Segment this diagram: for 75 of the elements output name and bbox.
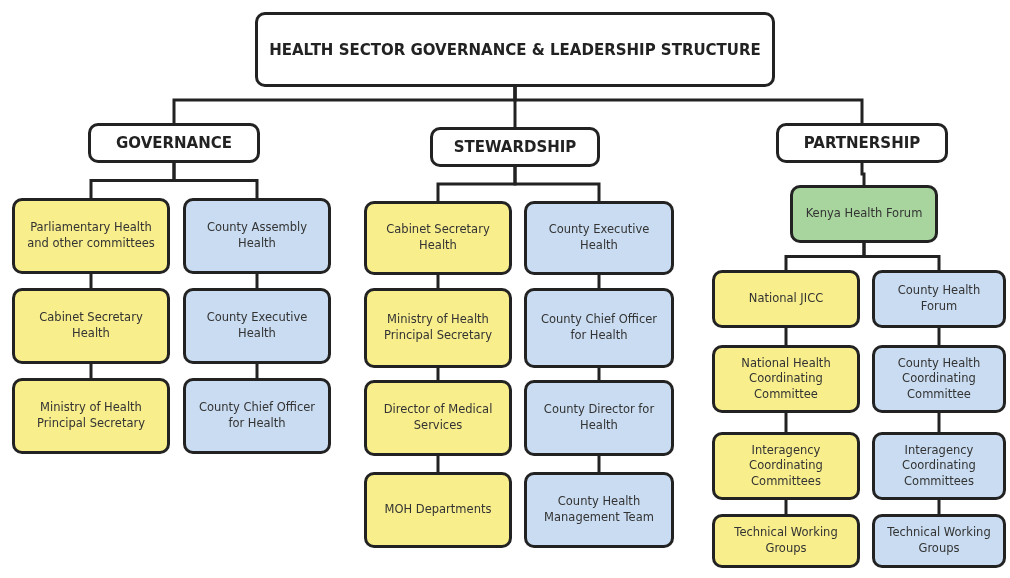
box-label: County Health Coordinating Committee (896, 355, 982, 403)
box-label: HEALTH SECTOR GOVERNANCE & LEADERSHIP STRUCTURE (269, 39, 761, 61)
box-label: Ministry of Health Principal Secretary (383, 312, 493, 344)
org-box (872, 514, 1006, 568)
box-label: PARTNERSHIP (803, 132, 921, 154)
connector-line (597, 275, 601, 288)
org-box (524, 201, 674, 275)
box-label: Technical Working Groups (733, 525, 839, 557)
connector-line (597, 456, 601, 472)
org-box (183, 288, 331, 364)
box-label: Cabinet Secretary Health (38, 310, 144, 342)
connector-line (937, 328, 941, 345)
category-box (430, 127, 600, 167)
box-label: Interagency Coordinating Committees (748, 442, 824, 490)
box-label: GOVERNANCE (115, 132, 232, 154)
box-label: County Executive Health (205, 310, 309, 342)
box-label: Director of Medical Services (382, 402, 494, 434)
category-box (776, 123, 948, 163)
org-box (712, 270, 860, 328)
org-box (183, 198, 331, 274)
box-label: MOH Departments (384, 502, 492, 518)
org-box (712, 432, 860, 500)
category-box (88, 123, 260, 163)
org-box (12, 378, 170, 454)
box-label: National JICC (748, 291, 824, 307)
title-box (255, 12, 775, 87)
box-label: Parliamentary Health and other committees (26, 220, 156, 252)
box-label: Ministry of Health Principal Secretary (36, 400, 146, 432)
org-box (712, 514, 860, 568)
connector-line (513, 167, 601, 201)
org-box (12, 288, 170, 364)
org-box (364, 201, 512, 275)
connector-line (172, 163, 259, 198)
org-box (872, 432, 1006, 500)
org-box (364, 472, 512, 548)
org-box (872, 270, 1006, 328)
box-label: Kenya Health Forum (805, 206, 923, 222)
org-box (364, 380, 512, 456)
org-box (183, 378, 331, 454)
connector-line (513, 87, 864, 123)
box-label: Cabinet Secretary Health (385, 222, 491, 254)
connector-line (784, 413, 788, 432)
box-label: Interagency Coordinating Committees (901, 442, 977, 490)
connector-line (937, 413, 941, 432)
connector-line (436, 275, 440, 288)
connector-line (89, 364, 93, 378)
org-box (524, 380, 674, 456)
box-label: County Health Management Team (543, 494, 655, 526)
connector-line (860, 163, 866, 185)
org-box (524, 288, 674, 368)
org-box (524, 472, 674, 548)
connector-line (436, 368, 440, 380)
box-label: County Director for Health (542, 402, 656, 434)
box-label: County Chief Officer for Health (197, 400, 317, 432)
connector-line (784, 328, 788, 345)
box-label: County Assembly Health (205, 220, 308, 252)
org-box (712, 345, 860, 413)
box-label: National Health Coordinating Committee (740, 355, 832, 403)
connector-line (862, 243, 941, 270)
box-label: County Executive Health (547, 222, 651, 254)
box-label: County Health Forum (896, 283, 982, 315)
connector-line (937, 500, 941, 514)
org-box (12, 198, 170, 274)
connector-line (255, 274, 259, 288)
connector-line (255, 364, 259, 378)
connector-line (89, 274, 93, 288)
box-label: STEWARDSHIP (453, 136, 577, 158)
org-box (790, 185, 938, 243)
org-box (364, 288, 512, 368)
box-label: County Chief Officer for Health (539, 312, 659, 344)
connector-line (597, 368, 601, 380)
connector-line (784, 500, 788, 514)
org-box (872, 345, 1006, 413)
connector-line (436, 456, 440, 472)
box-label: Technical Working Groups (886, 525, 992, 557)
